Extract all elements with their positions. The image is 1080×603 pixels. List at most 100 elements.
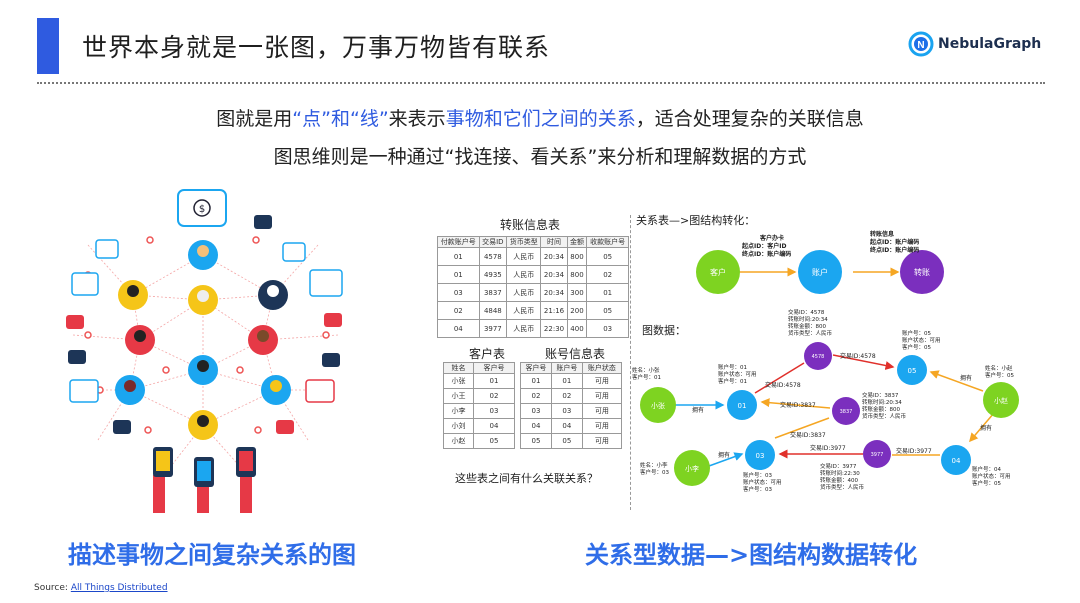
schema-edge1-title: 客户办卡 bbox=[759, 234, 784, 242]
table-cell: 01 bbox=[520, 373, 552, 389]
subtitle-line-2: 图思维则是一种通过“找连接、看关系”来分析和理解数据的方式 bbox=[273, 146, 807, 168]
table-cell: 01 bbox=[586, 283, 629, 302]
source-link[interactable]: All Things Distributed bbox=[70, 583, 168, 593]
node-acc05 bbox=[897, 355, 927, 385]
table-cell: 05 bbox=[472, 433, 516, 449]
node-label: 3837 bbox=[840, 409, 853, 415]
node-info-text: 账户号：04 bbox=[972, 465, 1001, 473]
table-cell: 03 bbox=[586, 319, 629, 338]
schema-edge1-start: 起点ID：客户ID bbox=[741, 242, 786, 250]
node-info-text: 客户号：01 bbox=[632, 373, 661, 381]
table-cell: 可用 bbox=[581, 373, 623, 389]
caption-left: 描述事物之间复杂关系的图 bbox=[68, 541, 356, 569]
table-cell: 20:34 bbox=[540, 283, 568, 302]
table-cell: 03 bbox=[550, 403, 583, 419]
table-header-cell: 客户号 bbox=[472, 362, 516, 374]
node-label: 05 bbox=[908, 367, 917, 375]
node-info-text: 转账时间:22:30 bbox=[820, 469, 860, 477]
node-acc04 bbox=[941, 445, 971, 475]
node-info-text: 客户号：05 bbox=[985, 371, 1014, 379]
node-info-text: 转账金额：800 bbox=[862, 405, 900, 413]
table-cell: 21:16 bbox=[540, 301, 568, 320]
table-cell: 小李 bbox=[443, 403, 474, 419]
table-cell: 03 bbox=[437, 283, 480, 302]
node-info-text: 姓名：小李 bbox=[640, 461, 668, 469]
node-xiaoli bbox=[674, 450, 710, 486]
node-info-text: 交易ID：3837 bbox=[862, 391, 899, 399]
edge-label: 交易ID:3837 bbox=[790, 431, 826, 439]
table-header-cell: 账户号 bbox=[550, 362, 583, 374]
table-cell: 4935 bbox=[478, 265, 508, 284]
schema-node-account-label: 账户 bbox=[812, 267, 828, 277]
table-cell: 20:34 bbox=[540, 265, 568, 284]
node-info-text: 客户号：03 bbox=[640, 468, 669, 476]
table-cell: 200 bbox=[566, 301, 588, 320]
person-avatar-icons bbox=[115, 240, 291, 440]
table-cell: 04 bbox=[520, 418, 552, 434]
table-cell: 01 bbox=[550, 373, 583, 389]
edge-label: 交易ID:3977 bbox=[896, 447, 932, 455]
node-info-text: 账户状态：可用 bbox=[718, 370, 757, 378]
table-cell: 02 bbox=[437, 301, 480, 320]
table-cell: 02 bbox=[472, 388, 516, 404]
edge-label: 交易ID:4578 bbox=[840, 352, 876, 360]
node-info-text: 转账时间:20:34 bbox=[788, 315, 828, 323]
table-cell: 4848 bbox=[478, 301, 508, 320]
schema-edge2-title: 转账信息 bbox=[870, 230, 894, 238]
nebulagraph-logo: N NebulaGraph bbox=[908, 31, 1041, 57]
node-acc01 bbox=[727, 390, 757, 420]
table-cell: 03 bbox=[520, 403, 552, 419]
transfer-table-title: 转账信息表 bbox=[500, 218, 561, 232]
schema-edge2-end: 终点ID：账户编码 bbox=[869, 246, 919, 254]
vertical-divider bbox=[630, 215, 631, 510]
node-info-text: 交易ID：3977 bbox=[820, 462, 857, 470]
node-info-text: 姓名：小赵 bbox=[985, 364, 1013, 372]
table-cell: 小赵 bbox=[443, 433, 474, 449]
table-cell: 01 bbox=[437, 247, 480, 266]
node-label: 小李 bbox=[685, 464, 699, 473]
table-cell: 800 bbox=[566, 265, 588, 284]
node-info-text: 转账时间:20:34 bbox=[862, 398, 902, 406]
subtitle-text: 来表示 bbox=[388, 108, 446, 130]
table-cell: 20:34 bbox=[540, 247, 568, 266]
node-info-text: 货币类型：人民币 bbox=[862, 412, 907, 420]
table-cell: 小张 bbox=[443, 373, 474, 389]
table-cell: 05 bbox=[550, 433, 583, 449]
node-info-text: 客户号：03 bbox=[743, 485, 772, 493]
node-info-blocks: 姓名：小张客户号：01姓名：小李客户号：03姓名：小赵客户号：05账户号：01账… bbox=[632, 308, 1014, 493]
logo-text: NebulaGraph bbox=[938, 36, 1042, 52]
schema-edge2-start: 起点ID：账户编码 bbox=[869, 238, 919, 246]
table-cell: 人民币 bbox=[506, 301, 542, 320]
edge-own-xiaozhao-04 bbox=[969, 412, 995, 443]
table-cell: 4578 bbox=[478, 247, 508, 266]
edge-label: 交易ID:4578 bbox=[765, 381, 801, 389]
schema-node-transfer-label: 转账 bbox=[914, 267, 930, 277]
table-cell: 04 bbox=[472, 418, 516, 434]
money-bubble-icon: $ bbox=[177, 189, 227, 227]
node-info-text: 账户号：03 bbox=[743, 471, 772, 479]
node-label: 03 bbox=[756, 452, 765, 460]
edge-tx3837-a bbox=[760, 398, 831, 409]
edge-own-xiaoli bbox=[708, 452, 744, 467]
table-cell: 人民币 bbox=[506, 319, 542, 338]
node-info-text: 账户状态：可用 bbox=[902, 336, 941, 344]
node-info-text: 姓名：小张 bbox=[632, 366, 660, 374]
table-cell: 03 bbox=[472, 403, 516, 419]
node-tx4578 bbox=[804, 342, 832, 370]
node-label: 3977 bbox=[871, 452, 884, 458]
node-label: 小赵 bbox=[994, 396, 1008, 405]
table-cell: 人民币 bbox=[506, 265, 542, 284]
node-label: 01 bbox=[738, 402, 747, 410]
question-text: 这些表之间有什么关联关系？ bbox=[455, 472, 598, 485]
node-label: 04 bbox=[952, 457, 961, 465]
table-cell: 3837 bbox=[478, 283, 508, 302]
